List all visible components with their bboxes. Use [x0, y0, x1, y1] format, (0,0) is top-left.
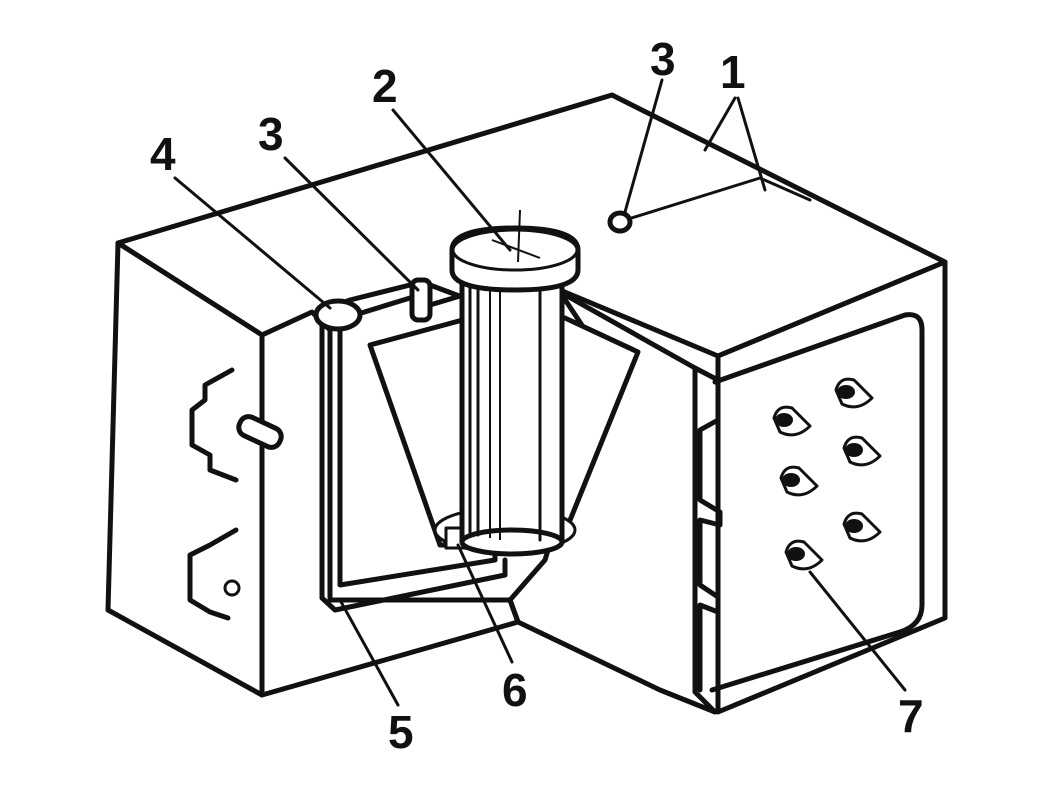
nozzle-icon: [779, 465, 819, 497]
runner-outer: [319, 317, 508, 613]
right-face: [715, 259, 948, 715]
runner-channel: [313, 210, 633, 613]
slot-upper: [189, 367, 239, 483]
sprue-cup: [313, 298, 363, 332]
right-recess-rim: [709, 312, 925, 693]
label-4: 4: [150, 128, 176, 180]
nozzle-icon: [834, 377, 874, 409]
step-profile: [692, 365, 723, 693]
label-3-left: 3: [258, 108, 284, 160]
core-pin: [449, 209, 581, 557]
nozzle-icon: [842, 511, 882, 543]
side-hole: [223, 579, 241, 597]
label-5: 5: [388, 706, 414, 758]
label-7: 7: [898, 690, 924, 742]
nozzles: [772, 377, 882, 571]
nozzle-icon: [772, 405, 812, 437]
label-1: 1: [720, 46, 746, 98]
slot-lower: [187, 527, 239, 621]
label-2: 2: [372, 60, 398, 112]
labels: 1 2 3 3 4 5 6 7: [150, 33, 924, 758]
nozzle-icon: [784, 539, 824, 571]
label-6: 6: [502, 664, 528, 716]
left-face-features: [187, 367, 284, 621]
nozzle-icon: [842, 435, 882, 467]
pin-bottom: [459, 527, 565, 557]
side-pin: [236, 414, 284, 450]
vent-right: [607, 210, 633, 234]
label-3-right: 3: [650, 33, 676, 85]
